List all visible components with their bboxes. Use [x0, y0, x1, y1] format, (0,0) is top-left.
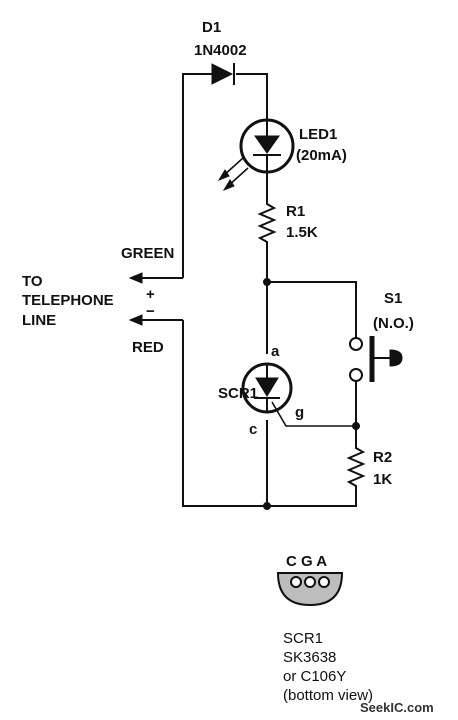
- red-lead-arrow: [128, 314, 143, 326]
- green-lead-arrow: [128, 272, 143, 284]
- switch-s1-knob: [389, 349, 403, 367]
- scr1: [241, 362, 293, 414]
- s1-type-label: (N.O.): [373, 315, 414, 332]
- junction-dot-top: [263, 278, 271, 286]
- red-label: RED: [132, 339, 164, 356]
- switch-s1-contact-top: [349, 337, 363, 351]
- note-line-1: SCR1: [283, 630, 323, 647]
- to-line-label-3: LINE: [22, 312, 56, 329]
- r1-ref-label: R1: [286, 203, 305, 220]
- led1-current-label: (20mA): [296, 147, 347, 164]
- scr1-pin-a-label: a: [271, 343, 280, 360]
- note-line-2: SK3638: [283, 649, 336, 666]
- scr1-ref-label: SCR1: [218, 385, 258, 402]
- diode-d1: [211, 63, 235, 85]
- scr1-pin-g-label: g: [295, 404, 304, 421]
- wire-diode-to-led: [236, 73, 268, 120]
- scr-package-bottom-view: [276, 572, 344, 607]
- line-lead-red: [128, 314, 183, 326]
- s1-ref-label: S1: [384, 290, 402, 307]
- switch-s1-contact-bottom: [349, 368, 363, 382]
- pin-order-label: C G A: [286, 553, 327, 570]
- diode-d1-body: [211, 63, 234, 85]
- note-line-3: or C106Y: [283, 668, 346, 685]
- watermark: SeekIC.com: [360, 700, 434, 715]
- d1-ref-label: D1: [202, 19, 221, 36]
- r2-value-label: 1K: [373, 471, 392, 488]
- r1-value-label: 1.5K: [286, 224, 318, 241]
- wire-top: [182, 73, 212, 278]
- led1-ray-2-head: [222, 179, 235, 192]
- led1-ref-label: LED1: [299, 126, 337, 143]
- resistor-r1: [257, 200, 277, 244]
- package-pin-c: [290, 576, 302, 588]
- scr1-triangle: [255, 377, 279, 397]
- led1-ray-1-head: [217, 169, 230, 182]
- junction-dot-gate: [352, 422, 360, 430]
- note-line-4: (bottom view): [283, 687, 373, 704]
- scr1-pin-c-label: c: [249, 421, 257, 438]
- d1-part-label: 1N4002: [194, 42, 247, 59]
- led1: [217, 118, 295, 192]
- line-lead-green: [128, 272, 183, 284]
- plus-label: +: [146, 286, 155, 303]
- to-line-label-1: TO: [22, 273, 43, 290]
- switch-s1: [349, 336, 403, 382]
- to-line-label-2: TELEPHONE: [22, 292, 114, 309]
- led1-triangle: [254, 135, 280, 154]
- minus-label: −: [146, 303, 155, 320]
- r2-ref-label: R2: [373, 449, 392, 466]
- junction-dot-bottom: [263, 502, 271, 510]
- package-pin-a: [318, 576, 330, 588]
- package-pin-g: [304, 576, 316, 588]
- resistor-r2: [346, 444, 366, 490]
- wires: [182, 73, 357, 507]
- wire-node-to-switch: [267, 281, 357, 338]
- green-label: GREEN: [121, 245, 174, 262]
